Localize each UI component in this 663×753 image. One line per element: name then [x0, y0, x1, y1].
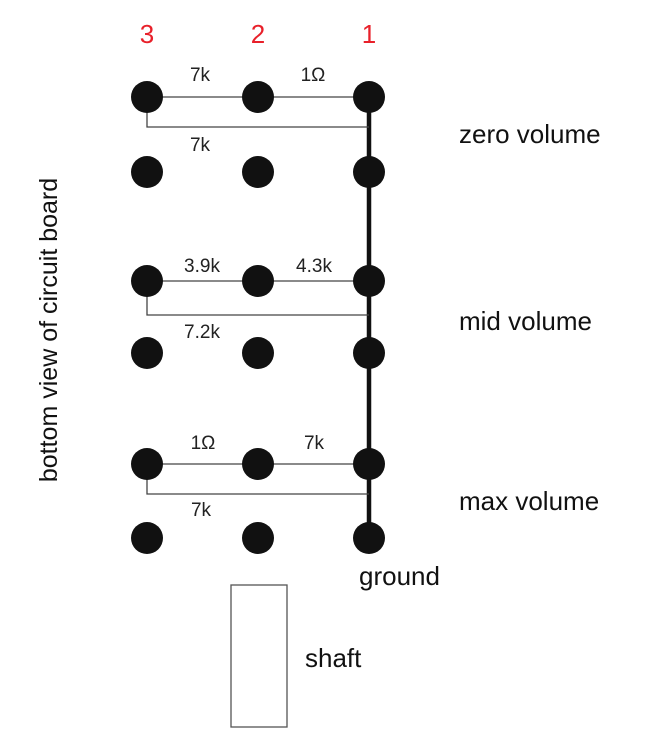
pin-dot: [242, 81, 274, 113]
pin-dot: [242, 156, 274, 188]
pin-dot: [131, 522, 163, 554]
pin-dot: [353, 81, 385, 113]
pin-label-1: 1: [362, 19, 376, 49]
resistance-2-1: 4.3k: [296, 256, 332, 277]
resistance-3-2: 3.9k: [184, 256, 220, 277]
pin-dot: [242, 522, 274, 554]
group-zero-volume: 7k 1Ω 7k zero volume: [131, 65, 601, 188]
resistance-2-1: 7k: [304, 433, 325, 454]
shaft: [230, 584, 288, 728]
state-label: mid volume: [459, 306, 592, 336]
resistance-3-1: 7k: [190, 135, 211, 156]
resistance-3-1: 7.2k: [184, 322, 220, 343]
group-max-volume: 1Ω 7k 7k max volume: [131, 433, 599, 554]
pin-dot: [242, 337, 274, 369]
pin-dot: [131, 337, 163, 369]
shaft-label: shaft: [305, 643, 362, 673]
pin-dot: [131, 81, 163, 113]
pin-dot: [131, 448, 163, 480]
resistance-3-1: 7k: [191, 500, 212, 521]
pin-dot: [353, 522, 385, 554]
pin-dot: [131, 156, 163, 188]
state-label: max volume: [459, 486, 599, 516]
group-mid-volume: 3.9k 4.3k 7.2k mid volume: [131, 256, 592, 369]
pin-dot: [353, 265, 385, 297]
side-label: bottom view of circuit board: [35, 178, 63, 482]
pin-label-2: 2: [251, 19, 265, 49]
ground-label: ground: [359, 561, 440, 591]
pin-dot: [131, 265, 163, 297]
resistance-2-1: 1Ω: [301, 65, 326, 86]
pin-dot: [353, 448, 385, 480]
resistance-3-2: 7k: [190, 65, 211, 86]
state-label: zero volume: [459, 119, 601, 149]
pin-dot: [353, 156, 385, 188]
pin-dot: [353, 337, 385, 369]
pin-label-3: 3: [140, 19, 154, 49]
resistance-3-2: 1Ω: [191, 433, 216, 454]
pin-dot: [242, 448, 274, 480]
pin-dot: [242, 265, 274, 297]
